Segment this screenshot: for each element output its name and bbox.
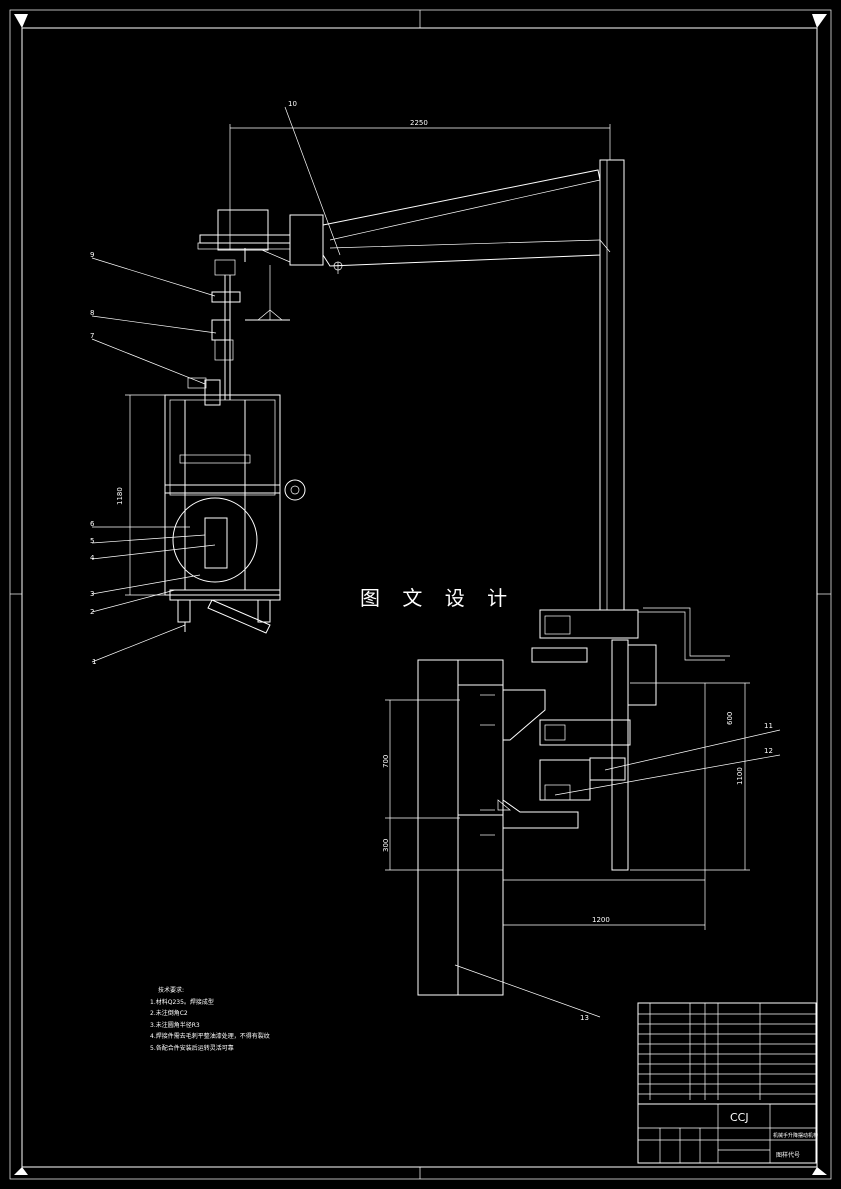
dimension-right: 600 1100 — [630, 682, 750, 895]
watermark-text: 图 文 设 计 — [360, 586, 516, 610]
part-label-3: 3 — [90, 590, 94, 598]
notes-title: 技术要求: — [158, 987, 185, 994]
gripper-frame — [164, 394, 306, 634]
note-item-2: 2.未注倒角C2 — [150, 1010, 188, 1017]
dim-2250: 2250 — [410, 119, 428, 127]
title-logo: CCJ — [730, 1111, 749, 1124]
title-drawing-code: 图样代号 — [776, 1151, 800, 1159]
note-item-3: 3.未注圆角半径R3 — [150, 1021, 200, 1029]
trolley-assembly — [187, 209, 291, 406]
part-label-9: 9 — [90, 251, 94, 259]
dimension-1180: 1180 — [116, 394, 165, 596]
note-item-4: 4.焊接件需去毛刺平整油漆处理，不得有裂纹 — [150, 1033, 270, 1040]
dimension-left-wall: 700 300 — [382, 699, 460, 871]
part-label-7: 7 — [90, 332, 94, 340]
title-block: CCJ 机械手升降摆动机构 图样代号 — [637, 1002, 818, 1164]
note-item-5: 5.各配合件安装后运转灵活可靠 — [150, 1044, 234, 1052]
crane-column — [289, 159, 625, 611]
dim-1100: 1100 — [736, 767, 744, 785]
part-label-8: 8 — [90, 309, 94, 317]
part-label-1: 1 — [92, 658, 96, 666]
part-label-13: 13 — [580, 1014, 589, 1022]
part-label-4: 4 — [90, 554, 95, 562]
dim-1200: 1200 — [592, 916, 610, 924]
dim-300: 300 — [382, 839, 390, 852]
title-drawing-name: 机械手升降摆动机构 — [773, 1132, 818, 1139]
note-item-1: 1.材料Q235。焊接成型 — [150, 998, 214, 1006]
part-numbers: 10 9 8 7 6 5 4 3 2 1 11 12 13 — [90, 100, 773, 1022]
dimension-top: 2250 — [229, 119, 611, 250]
wall-section — [417, 659, 504, 996]
part-label-12: 12 — [764, 747, 773, 755]
part-label-6: 6 — [90, 520, 95, 528]
part-label-5: 5 — [90, 537, 94, 545]
dimension-bottom: 1200 — [502, 879, 706, 930]
technical-notes: 技术要求: 1.材料Q235。焊接成型 2.未注倒角C2 3.未注圆角半径R3 … — [150, 985, 270, 1054]
part-label-11: 11 — [764, 722, 773, 730]
part-label-2: 2 — [90, 608, 94, 616]
dim-1180: 1180 — [116, 487, 124, 505]
part-label-10: 10 — [288, 100, 297, 108]
dim-700: 700 — [382, 755, 390, 768]
wall-mount-assembly — [480, 607, 730, 871]
leader-lines — [91, 106, 781, 1018]
sheet-border — [9, 9, 832, 1180]
dim-600: 600 — [726, 712, 734, 725]
